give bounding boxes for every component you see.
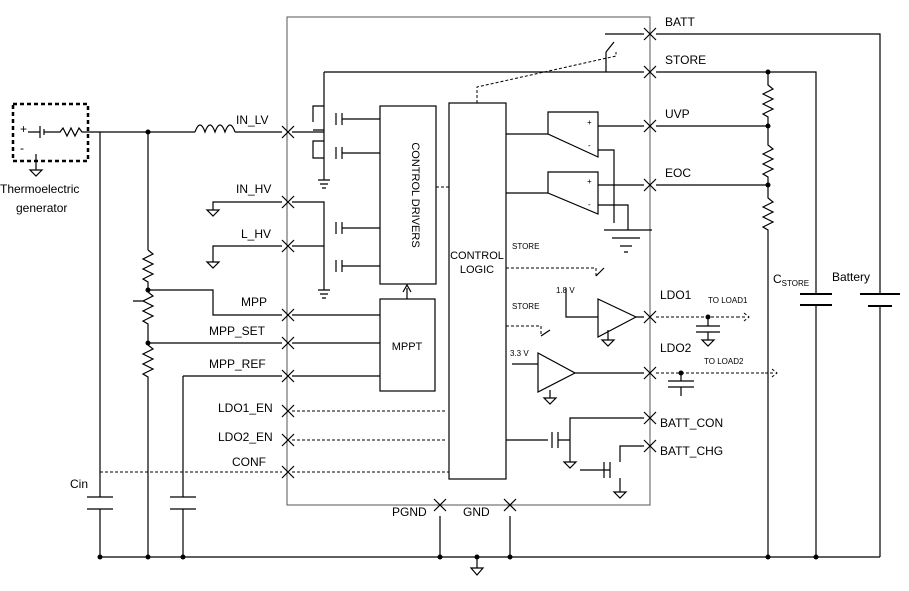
ic-outline <box>286 16 651 506</box>
svg-text:+: + <box>587 177 592 186</box>
thermoelectric-generator <box>11 102 90 163</box>
pin-in-lv: IN_LV <box>236 113 268 127</box>
svg-text:-: - <box>588 200 591 209</box>
v18-label: 1.8 V <box>556 286 575 295</box>
pin-mpp-ref: MPP_REF <box>209 357 266 371</box>
thermoelectric-label-2: generator <box>16 201 67 215</box>
thermoelectric-label-1: Thermoelectric <box>0 182 79 196</box>
pin-eoc: EOC <box>665 166 691 180</box>
cin-label: Cin <box>70 477 88 491</box>
pin-batt-con: BATT_CON <box>660 416 723 430</box>
pin-uvp: UVP <box>665 107 690 121</box>
pin-mpp-set: MPP_SET <box>209 324 266 338</box>
mppt-label: MPPT <box>392 341 423 353</box>
pin-batt: BATT <box>665 15 695 29</box>
svg-text:+: + <box>587 118 592 127</box>
pin-ldo1: LDO1 <box>660 288 692 302</box>
pin-markers <box>281 27 657 512</box>
control-drivers-label: CONTROL DRIVERS <box>409 142 421 247</box>
pin-ldo2: LDO2 <box>660 341 692 355</box>
pin-ldo1-en: LDO1_EN <box>218 401 273 415</box>
pin-mpp: MPP <box>241 295 267 309</box>
pin-gnd: GND <box>463 505 490 519</box>
store-label-2: STORE <box>512 302 539 311</box>
tg-minus: - <box>20 141 24 155</box>
battery-label: Battery <box>832 270 870 284</box>
pin-store: STORE <box>665 53 706 67</box>
v33-label: 3.3 V <box>510 349 529 358</box>
pin-batt-chg: BATT_CHG <box>660 444 723 458</box>
cstore-label: CSTORE <box>773 272 809 288</box>
pin-pgnd: PGND <box>392 505 427 519</box>
control-drivers-block <box>379 105 437 285</box>
svg-text:-: - <box>588 141 591 150</box>
pin-ldo2-en: LDO2_EN <box>218 430 273 444</box>
control-logic-label-1: CONTROL <box>450 250 504 262</box>
pin-l-hv: L_HV <box>241 227 271 241</box>
pin-conf: CONF <box>232 455 266 469</box>
tg-plus: + <box>20 122 27 136</box>
to-load1-label: TO LOAD1 <box>708 296 748 305</box>
control-logic-block <box>448 102 507 480</box>
store-label-1: STORE <box>512 242 539 251</box>
control-logic-label-2: LOGIC <box>460 264 494 276</box>
pin-in-hv: IN_HV <box>236 182 271 196</box>
to-load2-label: TO LOAD2 <box>704 357 744 366</box>
